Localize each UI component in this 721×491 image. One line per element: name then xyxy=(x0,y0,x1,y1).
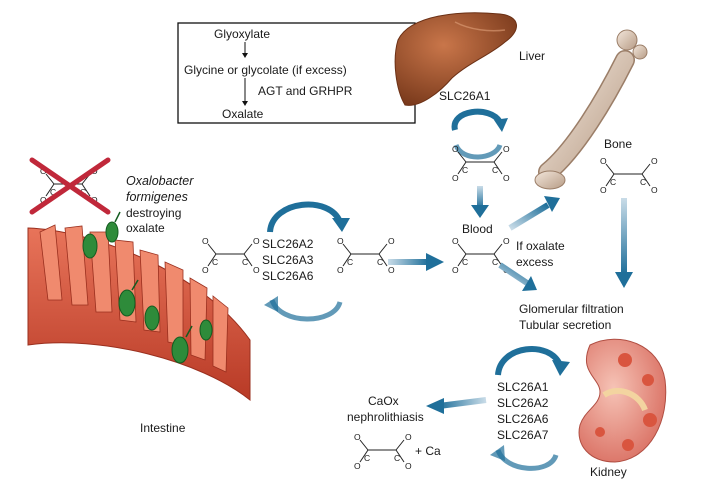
bacteria-action-line1: destroying xyxy=(126,206,181,220)
svg-text:O: O xyxy=(503,173,510,183)
arrow-blood-to-bone xyxy=(508,196,560,231)
svg-text:O: O xyxy=(40,166,47,176)
svg-text:C: C xyxy=(347,257,353,267)
svg-text:O: O xyxy=(405,461,412,471)
svg-text:O: O xyxy=(202,265,209,275)
oxalate-molecule-intestine: O O O O C C xyxy=(202,236,260,275)
svg-text:C: C xyxy=(492,257,498,267)
bone-label: Bone xyxy=(604,137,632,151)
svg-text:O: O xyxy=(354,461,361,471)
svg-text:O: O xyxy=(651,185,658,195)
glomerular-label: Glomerular filtration xyxy=(519,302,624,316)
if-oxalate-label-line2: excess xyxy=(516,255,553,269)
liver-cycle-arrows xyxy=(451,108,508,160)
bone-illustration xyxy=(534,29,648,190)
arrow-to-caox xyxy=(426,397,487,414)
crossed-oxalate: O O O O C C xyxy=(29,157,111,215)
svg-text:C: C xyxy=(394,453,400,463)
kidney-transporter-1: SLC26A1 xyxy=(497,380,549,394)
svg-text:O: O xyxy=(388,265,395,275)
intestine-transporter-1: SLC26A2 xyxy=(262,237,314,251)
kidney-cycle-arrows xyxy=(490,346,570,471)
blood-label: Blood xyxy=(462,222,493,236)
oxalobacter-bacteria xyxy=(82,211,213,364)
bacteria-name-line1: Oxalobacter xyxy=(126,174,194,188)
svg-text:O: O xyxy=(600,156,607,166)
oxalate-label: Oxalate xyxy=(222,107,264,121)
oxalate-molecule-liver: O O O O C C xyxy=(452,144,510,183)
tubular-label: Tubular secretion xyxy=(519,318,611,332)
intestine-transporter-2: SLC26A3 xyxy=(262,253,314,267)
svg-text:O: O xyxy=(253,236,260,246)
kidney-transporter-4: SLC26A7 xyxy=(497,428,549,442)
svg-text:O: O xyxy=(452,265,459,275)
svg-text:O: O xyxy=(202,236,209,246)
intestine-label: Intestine xyxy=(140,421,186,435)
liver-illustration xyxy=(394,12,517,106)
plus-calcium-label: + Ca xyxy=(415,444,441,458)
svg-text:O: O xyxy=(405,432,412,442)
if-oxalate-label-line1: If oxalate xyxy=(516,239,565,253)
bacteria-name-line2: formigenes xyxy=(126,190,188,204)
kidney-transporter-3: SLC26A6 xyxy=(497,412,549,426)
oxalate-molecule-bone: O O O O C C xyxy=(600,156,658,195)
svg-text:C: C xyxy=(364,453,370,463)
svg-text:O: O xyxy=(40,195,47,205)
intestine-transporter-3: SLC26A6 xyxy=(262,269,314,283)
svg-text:C: C xyxy=(640,177,646,187)
arrow-bone-to-kidney xyxy=(615,198,633,288)
caox-label-line2: nephrolithiasis xyxy=(347,410,424,424)
svg-text:O: O xyxy=(600,185,607,195)
oxalate-molecule-caox: O O O O C C xyxy=(354,432,412,471)
svg-text:C: C xyxy=(462,257,468,267)
enzymes-label: AGT and GRHPR xyxy=(258,84,353,98)
arrow-to-blood xyxy=(388,253,444,271)
kidney-label: Kidney xyxy=(590,465,627,479)
svg-text:O: O xyxy=(253,265,260,275)
svg-text:O: O xyxy=(452,144,459,154)
svg-text:O: O xyxy=(503,144,510,154)
bacteria-action-line2: oxalate xyxy=(126,221,165,235)
caox-label-line1: CaOx xyxy=(368,394,399,408)
svg-text:O: O xyxy=(337,236,344,246)
svg-text:O: O xyxy=(503,236,510,246)
glycine-glycolate-label: Glycine or glycolate (if excess) xyxy=(184,63,347,77)
arrow-liver-to-blood xyxy=(471,186,489,218)
kidney-illustration xyxy=(578,338,667,463)
svg-text:O: O xyxy=(452,173,459,183)
svg-text:C: C xyxy=(377,257,383,267)
kidney-transporter-2: SLC26A2 xyxy=(497,396,549,410)
svg-text:O: O xyxy=(388,236,395,246)
intestine-cycle-arrows xyxy=(264,201,350,322)
svg-text:O: O xyxy=(354,432,361,442)
svg-text:C: C xyxy=(492,165,498,175)
svg-text:O: O xyxy=(337,265,344,275)
arrow-blood-to-filtration xyxy=(498,262,537,291)
svg-text:O: O xyxy=(651,156,658,166)
liver-transporter-label: SLC26A1 xyxy=(439,89,491,103)
intestine-illustration xyxy=(27,224,251,402)
liver-label: Liver xyxy=(519,49,545,63)
svg-text:C: C xyxy=(242,257,248,267)
glyoxylate-label: Glyoxylate xyxy=(214,27,270,41)
svg-text:C: C xyxy=(212,257,218,267)
svg-text:C: C xyxy=(50,187,56,197)
pathway-box: Glyoxylate Glycine or glycolate (if exce… xyxy=(177,22,416,124)
oxalate-molecule-absorbed: O O O O C C xyxy=(337,236,395,275)
svg-text:C: C xyxy=(462,165,468,175)
svg-text:O: O xyxy=(452,236,459,246)
svg-text:C: C xyxy=(610,177,616,187)
